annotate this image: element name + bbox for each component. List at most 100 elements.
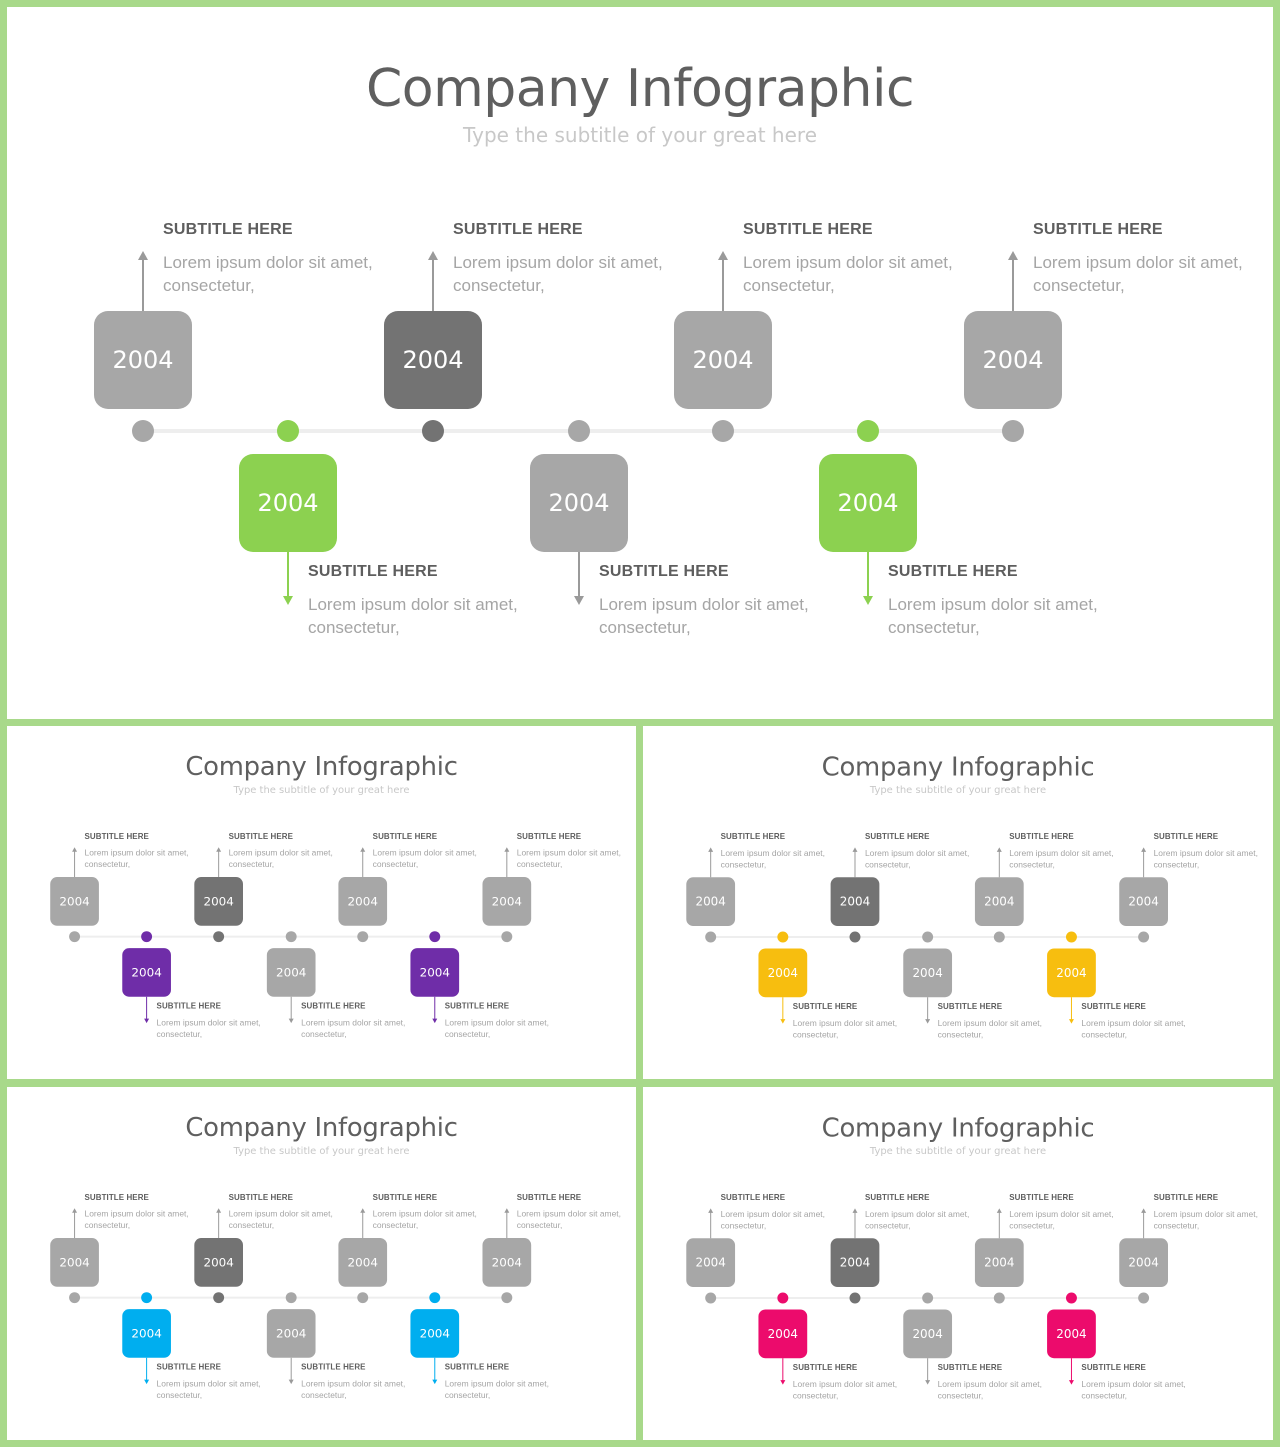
timeline-dot — [213, 1292, 225, 1304]
milestone-label: SUBTITLE HERE Lorem ipsum dolor sit amet,… — [888, 563, 1098, 639]
connector-line — [434, 1357, 436, 1382]
milestone-subtitle: SUBTITLE HERE — [156, 1363, 221, 1372]
arrow-up-icon — [708, 847, 714, 852]
year-box: 2004 — [50, 877, 99, 926]
arrow-down-icon — [863, 596, 873, 605]
milestone-text: Lorem ipsum dolor sit amet, consectetur, — [453, 253, 663, 295]
milestone-subtitle: SUBTITLE HERE — [228, 1193, 294, 1202]
milestone-text: Lorem ipsum dolor sit amet, consectetur, — [720, 848, 826, 870]
milestone-subtitle: SUBTITLE HERE — [84, 832, 149, 841]
connector-line — [506, 1212, 508, 1239]
year-box: 2004 — [758, 948, 808, 998]
milestone-subtitle: SUBTITLE HERE — [372, 1193, 438, 1202]
timeline-dot — [422, 420, 444, 442]
arrow-down-icon — [432, 1018, 438, 1024]
arrow-up-icon — [72, 1208, 78, 1213]
slide-subtitle: Type the subtitle of your great here — [233, 1144, 410, 1157]
timeline-dot — [69, 931, 81, 943]
timeline-dot — [1138, 1292, 1150, 1304]
timeline-dot — [1002, 420, 1024, 442]
milestone-subtitle: SUBTITLE HERE — [156, 1002, 221, 1011]
arrow-up-icon — [216, 1208, 222, 1213]
connector-line — [290, 996, 292, 1021]
arrow-up-icon — [996, 1208, 1002, 1213]
arrow-up-icon — [1141, 1208, 1147, 1213]
timeline-dot — [849, 931, 861, 943]
year-box: 2004 — [122, 948, 171, 997]
connector-line — [434, 996, 436, 1021]
connector-line — [74, 1212, 76, 1239]
timeline-dot — [922, 931, 934, 943]
year-box: 2004 — [239, 454, 337, 552]
arrow-down-icon — [1068, 1019, 1074, 1024]
arrow-down-icon — [288, 1379, 294, 1385]
connector-line — [854, 1212, 856, 1239]
arrow-up-icon — [718, 251, 728, 260]
connector-line — [782, 997, 784, 1022]
year-box: 2004 — [530, 454, 628, 552]
milestone-text: Lorem ipsum dolor sit amet, consectetur, — [792, 1379, 898, 1401]
timeline-dot — [777, 1292, 789, 1304]
connector-line — [927, 1358, 929, 1383]
milestone-text: Lorem ipsum dolor sit amet, consectetur, — [1033, 253, 1243, 295]
timeline-dot — [285, 1292, 297, 1304]
milestone-subtitle: SUBTITLE HERE — [1033, 221, 1163, 238]
slide-title: Company Infographic — [185, 1112, 458, 1143]
timeline-dot — [501, 931, 513, 943]
milestone-text: Lorem ipsum dolor sit amet, consectetur, — [444, 1379, 549, 1401]
milestone-subtitle: SUBTITLE HERE — [792, 1002, 858, 1012]
slide-subtitle: Type the subtitle of your great here — [869, 1144, 1047, 1157]
arrow-down-icon — [432, 1379, 438, 1385]
year-box: 2004 — [830, 1238, 880, 1288]
year-box: 2004 — [974, 1238, 1024, 1288]
milestone-subtitle: SUBTITLE HERE — [743, 221, 873, 238]
timeline-dot — [993, 931, 1005, 943]
timeline-dot — [213, 931, 225, 943]
connector-line — [142, 259, 144, 311]
slide-title: Company Infographic — [365, 59, 915, 119]
milestone-text: Lorem ipsum dolor sit amet, consectetur, — [743, 253, 953, 295]
arrow-down-icon — [925, 1380, 931, 1385]
milestone-text: Lorem ipsum dolor sit amet, consectetur, — [372, 1209, 477, 1231]
arrow-up-icon — [708, 1208, 714, 1213]
milestone-text: Lorem ipsum dolor sit amet, consectetur, — [301, 1379, 406, 1401]
arrow-up-icon — [360, 847, 366, 852]
milestone-subtitle: SUBTITLE HERE — [84, 1193, 149, 1202]
milestone-text: Lorem ipsum dolor sit amet, consectetur, — [372, 848, 477, 870]
milestone-subtitle: SUBTITLE HERE — [308, 563, 438, 580]
milestone-subtitle: SUBTITLE HERE — [516, 1193, 582, 1202]
slide-title: Company Infographic — [185, 751, 458, 782]
connector-line — [290, 1357, 292, 1382]
timeline-dot — [993, 1292, 1005, 1304]
milestone-text: Lorem ipsum dolor sit amet, consectetur, — [888, 595, 1098, 637]
milestone-text: Lorem ipsum dolor sit amet, consectetur, — [864, 848, 970, 870]
milestone-text: Lorem ipsum dolor sit amet, consectetur, — [516, 1209, 621, 1231]
timeline-dot — [429, 931, 441, 943]
milestone-subtitle: SUBTITLE HERE — [1081, 1002, 1146, 1012]
arrow-down-icon — [144, 1018, 150, 1024]
year-box: 2004 — [974, 877, 1024, 927]
timeline-dot — [1065, 1292, 1077, 1304]
milestone-subtitle: SUBTITLE HERE — [888, 563, 1018, 580]
timeline-dot — [357, 1292, 369, 1304]
timeline-dot — [501, 1292, 513, 1304]
timeline-dot — [568, 420, 590, 442]
milestone-text: Lorem ipsum dolor sit amet, consectetur, — [1153, 848, 1258, 870]
timeline-dot — [922, 1292, 934, 1304]
milestone-subtitle: SUBTITLE HERE — [937, 1002, 1003, 1012]
timeline-dot — [277, 420, 299, 442]
